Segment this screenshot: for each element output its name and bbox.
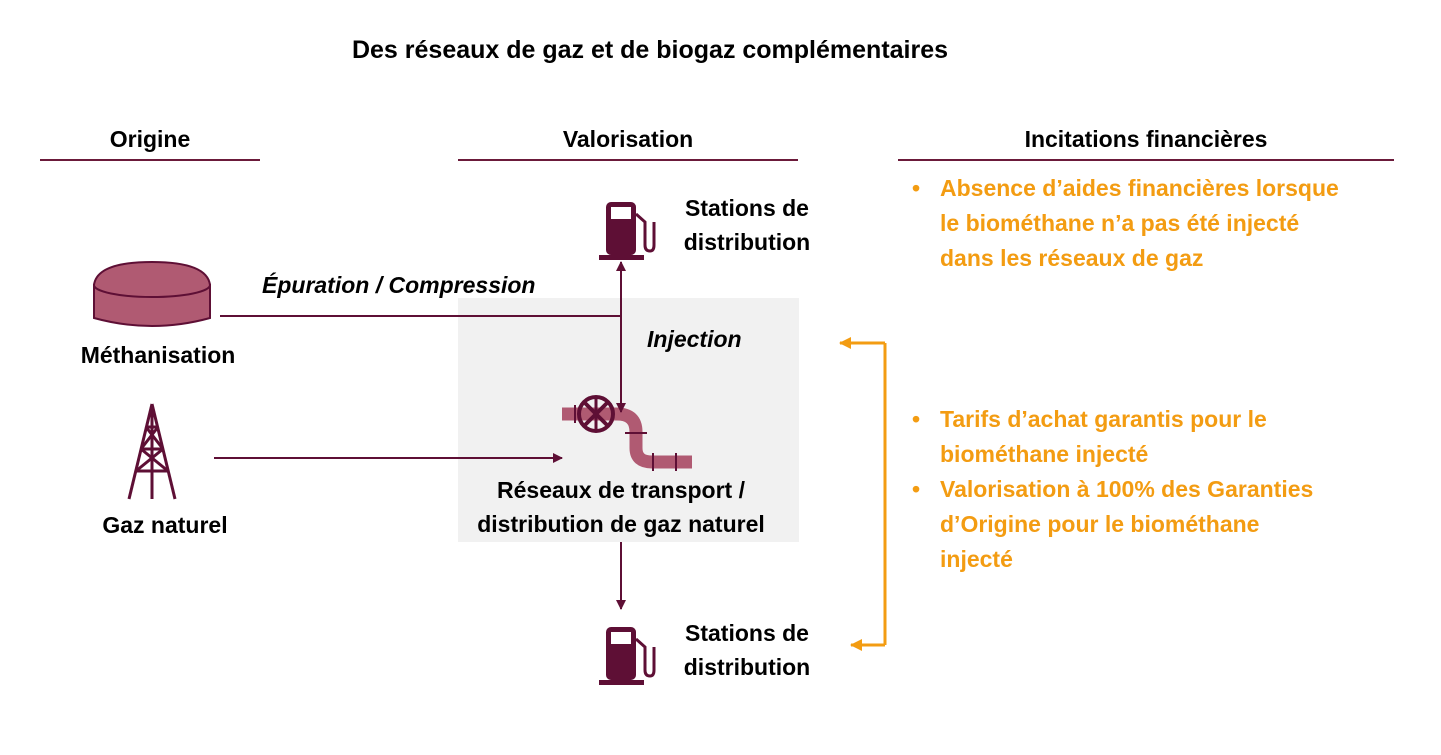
label-reseaux: Réseaux de transport / distribution de g… xyxy=(456,473,786,541)
bullet-dot: • xyxy=(912,175,921,201)
incentive-line: injecté xyxy=(940,546,1013,572)
digester-icon xyxy=(93,260,211,327)
incentive-item-tarifs: • Tarifs d’achat garantis pour le biomét… xyxy=(912,402,1412,472)
fuel-pump-icon-top xyxy=(599,202,656,260)
incentive-list-bottom: • Tarifs d’achat garantis pour le biomét… xyxy=(912,402,1412,577)
incentive-line: biométhane injecté xyxy=(940,441,1149,467)
incentive-line: d’Origine pour le biométhane xyxy=(940,511,1260,537)
gas-tower-icon xyxy=(127,403,177,500)
incentive-line: Absence d’aides financières lorsque xyxy=(940,175,1339,201)
incentive-line: Tarifs d’achat garantis pour le xyxy=(940,406,1267,432)
incentive-line: Valorisation à 100% des Garanties xyxy=(940,476,1314,502)
column-rule-incitations xyxy=(898,159,1394,161)
incentive-item-absence: • Absence d’aides financières lorsque le… xyxy=(912,171,1412,276)
column-header-origine: Origine xyxy=(109,126,191,152)
label-gaz-naturel: Gaz naturel xyxy=(102,512,228,538)
label-station-top-line1: Stations de xyxy=(685,195,809,221)
incentive-line: le biométhane n’a pas été injecté xyxy=(940,210,1300,236)
column-header-valorisation: Valorisation xyxy=(562,126,694,152)
label-station-bottom: Stations de distribution xyxy=(672,616,822,684)
label-reseaux-line1: Réseaux de transport / xyxy=(497,477,745,503)
label-station-bottom-line1: Stations de xyxy=(685,620,809,646)
label-reseaux-line2: distribution de gaz naturel xyxy=(477,511,765,537)
bullet-dot: • xyxy=(912,406,921,432)
fuel-pump-icon-bottom xyxy=(599,627,656,685)
column-header-incitations: Incitations financières xyxy=(1024,126,1268,152)
label-methanisation: Méthanisation xyxy=(80,342,236,368)
label-injection: Injection xyxy=(647,326,742,352)
bullet-dot: • xyxy=(912,476,921,502)
label-epuration: Épuration / Compression xyxy=(262,272,536,298)
incentive-list-top: • Absence d’aides financières lorsque le… xyxy=(912,171,1412,276)
label-station-bottom-line2: distribution xyxy=(683,654,811,680)
label-station-top-line2: distribution xyxy=(683,229,811,255)
column-rule-valorisation xyxy=(458,159,798,161)
page-title: Des réseaux de gaz et de biogaz compléme… xyxy=(351,36,949,64)
incentive-bracket xyxy=(839,337,887,651)
column-rule-origine xyxy=(40,159,260,161)
pipe-valve-icon xyxy=(562,395,692,471)
label-station-top: Stations de distribution xyxy=(672,191,822,259)
incentive-line: dans les réseaux de gaz xyxy=(940,245,1204,271)
incentive-item-garanties: • Valorisation à 100% des Garanties d’Or… xyxy=(912,472,1412,577)
